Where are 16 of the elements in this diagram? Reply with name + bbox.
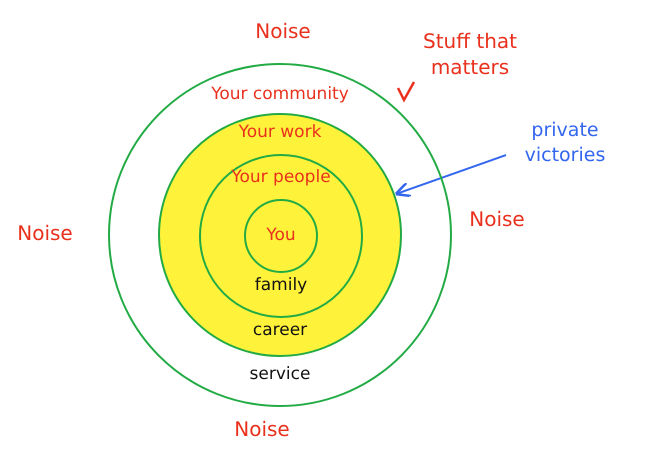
annotation-text: private victories bbox=[510, 118, 620, 168]
noise-label: Noise bbox=[234, 416, 290, 442]
arrow bbox=[394, 154, 506, 198]
noise-label: Noise bbox=[469, 206, 525, 232]
ring-label: family bbox=[254, 276, 308, 295]
ring-label: service bbox=[250, 365, 310, 384]
ring-label: career bbox=[252, 321, 308, 340]
inner-circle bbox=[199, 154, 363, 318]
ring-label: Your community bbox=[211, 85, 349, 104]
note-text: Stuff that matters bbox=[422, 28, 518, 80]
noise-label: Noise bbox=[255, 18, 311, 44]
core-circle bbox=[244, 199, 318, 273]
ring-label: Your work bbox=[238, 123, 322, 142]
ring-label: You bbox=[266, 226, 296, 245]
noise-label: Noise bbox=[17, 220, 73, 246]
ring-label: Your people bbox=[231, 168, 331, 187]
